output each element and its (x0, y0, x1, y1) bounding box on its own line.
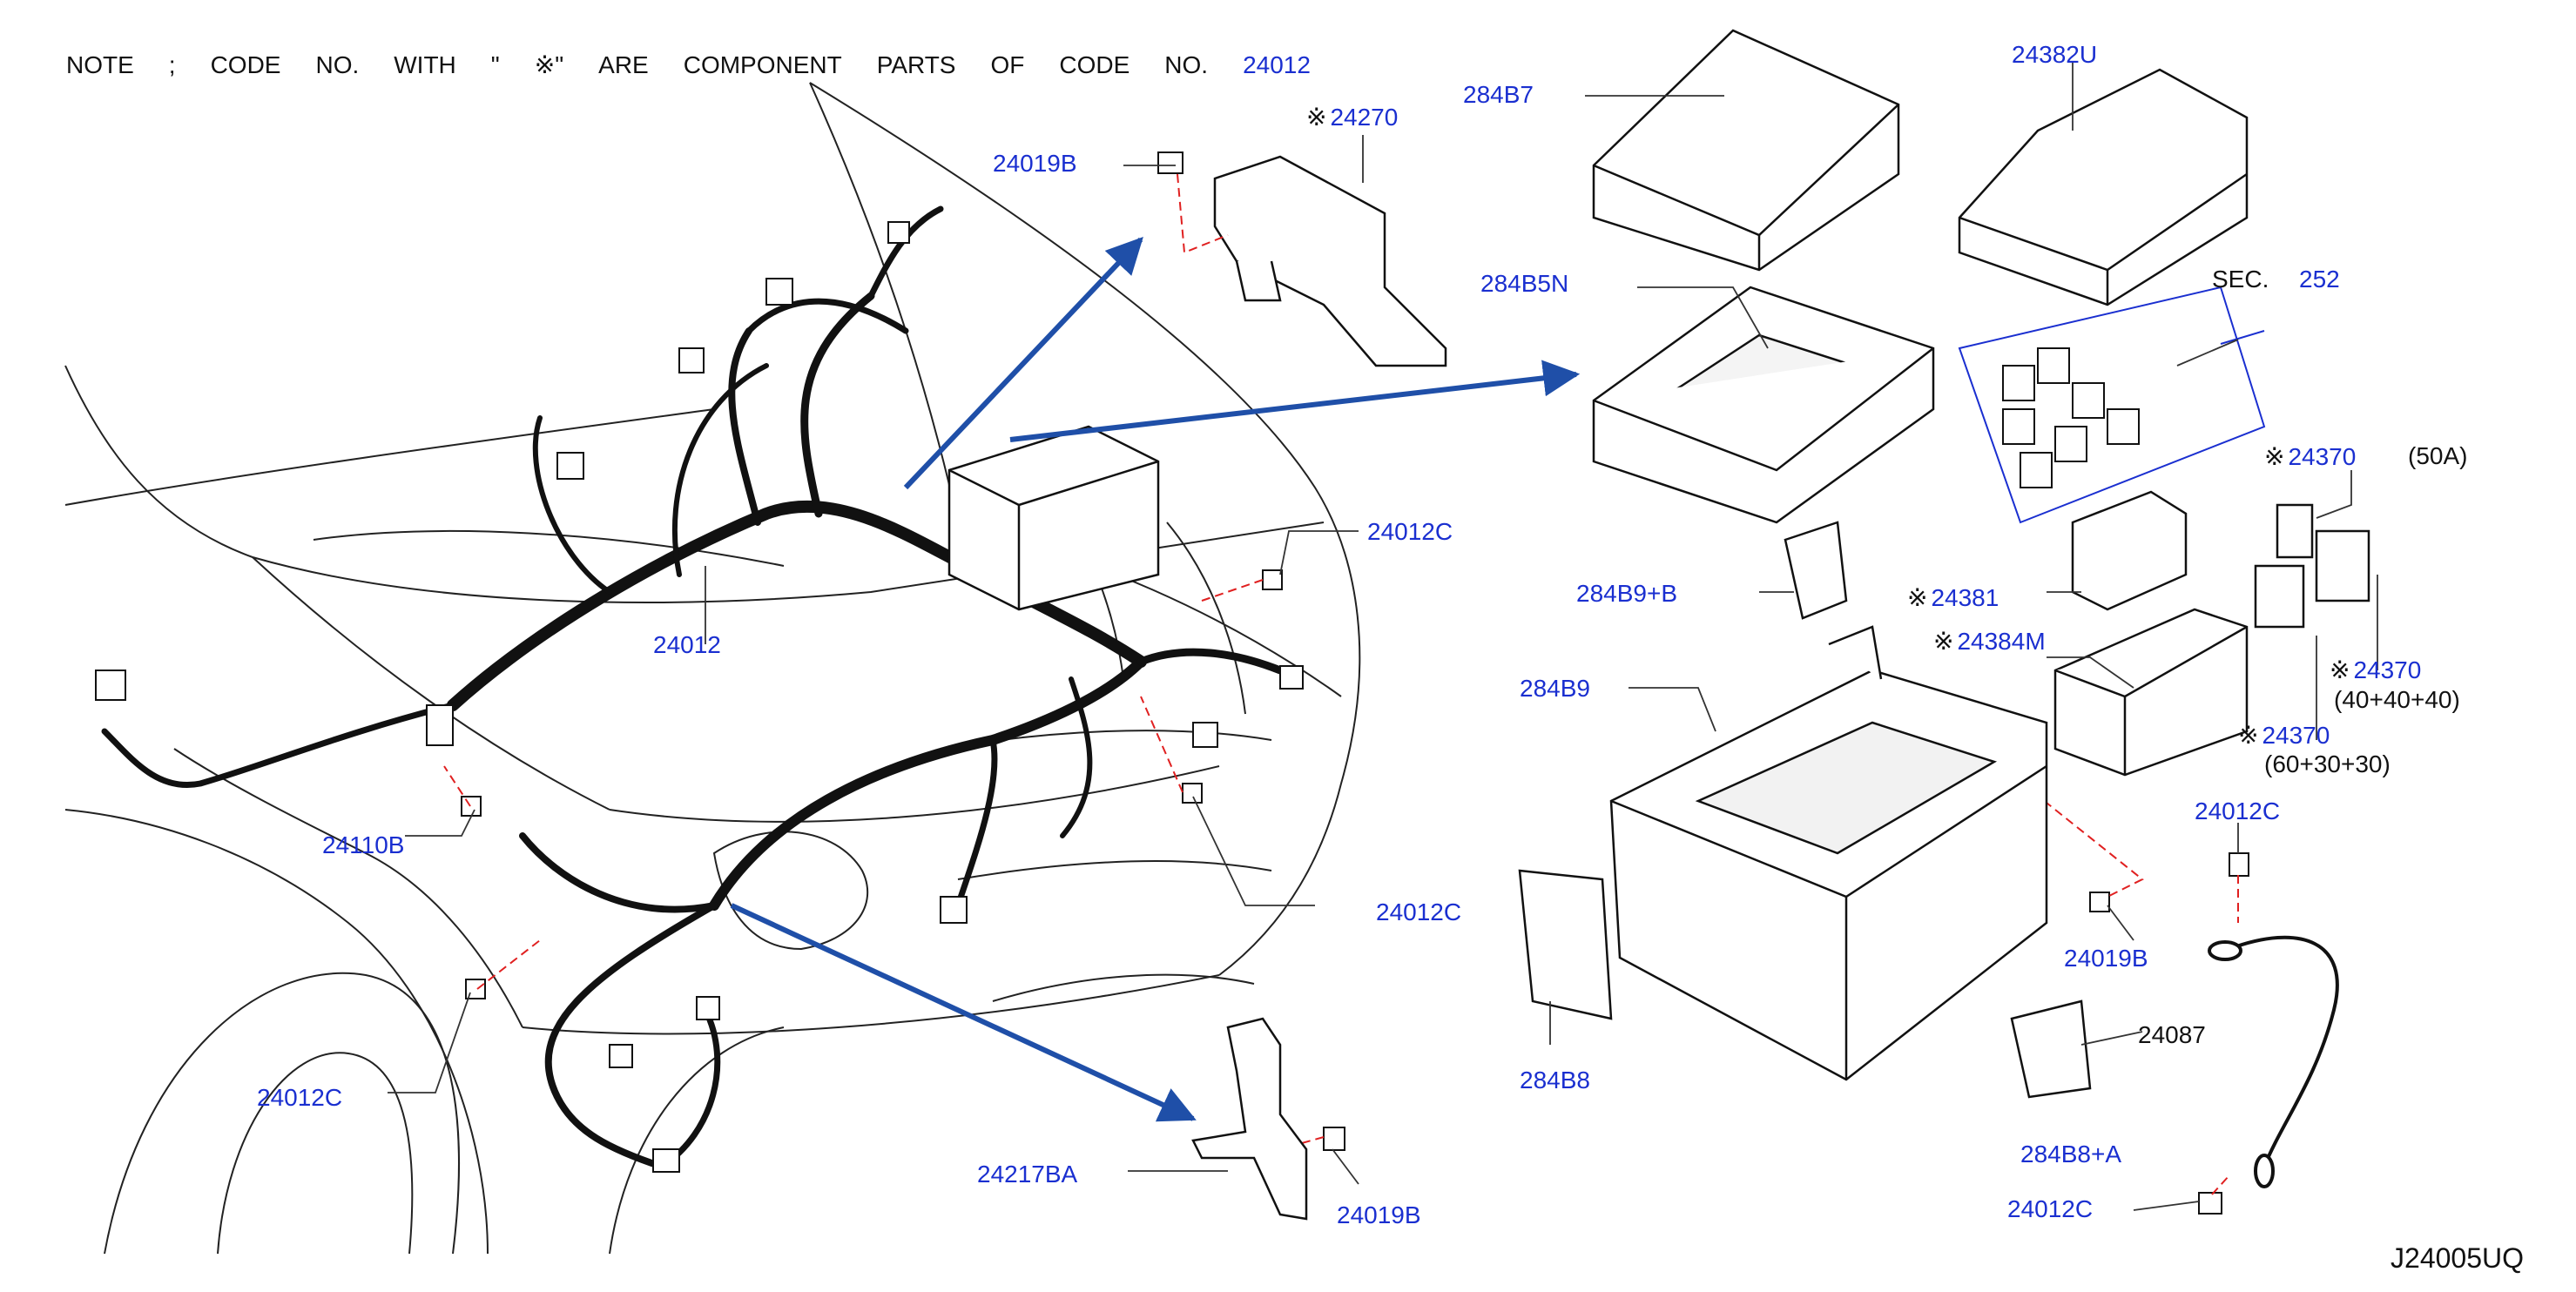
cover-24382U (1958, 68, 2249, 306)
part-label-24382U: 24382U (2012, 41, 2098, 68)
fusible-links-24370 (2254, 503, 2370, 629)
part-label-24012C-left: 24012C (257, 1084, 343, 1111)
part-label-24019B-bottom: 24019B (1337, 1201, 1421, 1228)
rating-50A: (50A) (2408, 442, 2468, 469)
part-label-24019B-top: 24019B (993, 150, 1077, 177)
part-label-284B7: 284B7 (1463, 81, 1534, 108)
part-label-24110B: 24110B (322, 831, 405, 858)
engine-relay-box (947, 425, 1160, 611)
part-label-24087: 24087 (2138, 1021, 2206, 1048)
part-label-284B9: 284B9 (1520, 675, 1590, 702)
relay-group-252 (1958, 286, 2266, 524)
leader-lines (388, 61, 2378, 1211)
relays (2002, 347, 2140, 488)
part-label-24019B-right: 24019B (2064, 945, 2148, 972)
vehicle-body-outline (64, 82, 1361, 1255)
part-label-24012C-upper: 24012C (1367, 518, 1453, 545)
note-code: 24012 (1243, 51, 1311, 78)
part-label-24012C-right: 24012C (2195, 797, 2281, 824)
part-label-24370-603030: ※24370 (2238, 722, 2330, 749)
bracket-284B8A (2010, 999, 2092, 1099)
part-label-284B5N: 284B5N (1480, 270, 1569, 297)
bracket-24270 (1213, 155, 1447, 367)
fuse-block-24381 (2071, 490, 2188, 611)
rating-404040: (40+40+40) (2334, 686, 2460, 713)
part-label-24370-50A: ※24370 (2264, 443, 2357, 470)
part-label-284B8: 284B8 (1520, 1067, 1590, 1093)
diagram-reference-code: J24005UQ (2391, 1242, 2524, 1274)
harness-connectors (95, 221, 1304, 1173)
part-label-24012C-bottom: 24012C (2007, 1195, 2094, 1222)
rating-603030: (60+30+30) (2264, 750, 2391, 777)
frame-284B5N (1592, 286, 1935, 524)
part-label-24012C-mid: 24012C (1376, 898, 1462, 925)
part-label-24217BA: 24217BA (977, 1161, 1078, 1188)
main-box-284B9 (1609, 625, 2048, 1081)
part-label-24270: ※24270 (1306, 104, 1399, 131)
blue-pointer-arrows (730, 236, 1581, 1122)
part-label-24381: ※24381 (1907, 584, 1999, 611)
part-label-24384M: ※24384M (1933, 628, 2046, 655)
bracket-24217BA (1191, 1017, 1308, 1221)
bracket-284B9B (1784, 521, 1848, 620)
ground-cable-24087 (2208, 935, 2339, 1188)
bracket-284B8 (1518, 869, 1613, 1020)
part-label-284B9B: 284B9+B (1576, 580, 1677, 607)
fuse-block-24384M (2053, 608, 2249, 777)
part-label-24012-harness: 24012 (653, 631, 721, 658)
sec-label: SEC. (2212, 266, 2269, 293)
part-label-24370-404040: ※24370 (2330, 656, 2422, 683)
part-label-284B8A: 284B8+A (2020, 1141, 2121, 1168)
cover-284B7 (1592, 29, 1900, 272)
sec-number-252: 252 (2299, 266, 2340, 293)
